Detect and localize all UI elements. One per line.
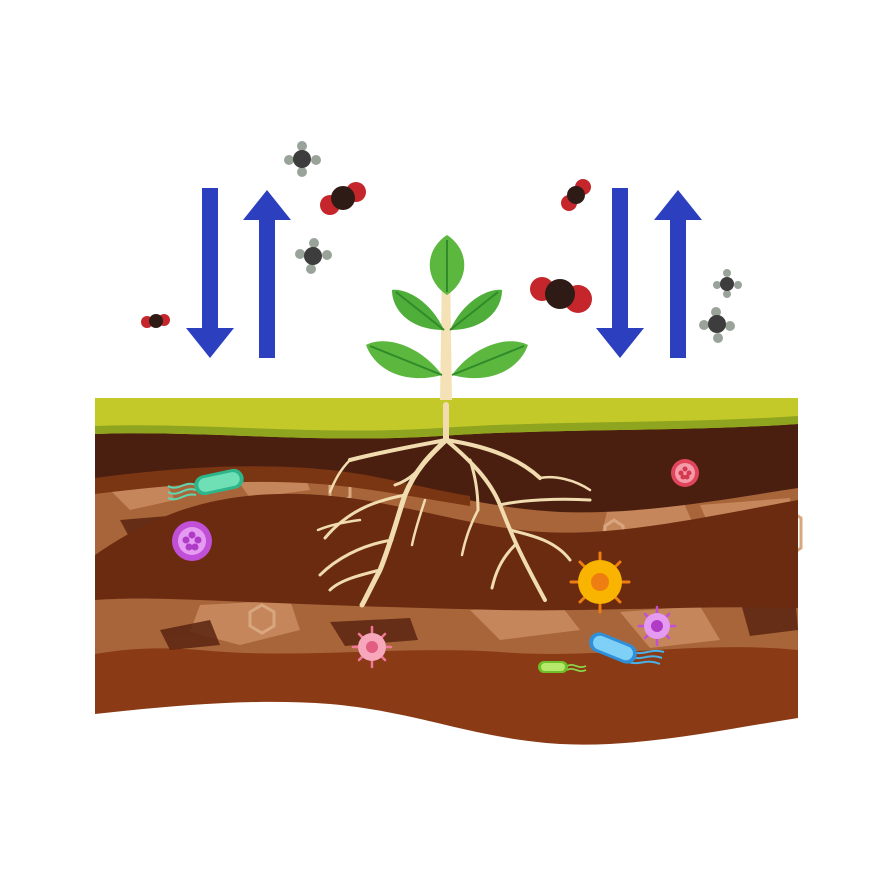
plant — [366, 235, 528, 400]
arrow-up-icon — [243, 190, 291, 358]
ch4-molecule-icon — [713, 269, 742, 298]
soil-block — [95, 398, 803, 745]
coccus-icon — [671, 459, 699, 487]
plant-roots — [316, 402, 592, 608]
bacillus-icon — [538, 661, 587, 673]
plant-stem — [440, 270, 452, 400]
spiky-microbe-icon — [637, 605, 677, 647]
soil-layer-top — [95, 412, 798, 513]
arrow-up-icon — [654, 190, 702, 358]
co2-molecule-icon — [530, 277, 592, 313]
coccus-icon — [172, 521, 212, 561]
spiky-microbe-icon — [351, 625, 393, 669]
arrow-pair-left — [186, 188, 291, 358]
spiky-microbe-icon — [569, 551, 631, 614]
grass-edge — [95, 416, 798, 439]
arrow-down-icon — [186, 188, 234, 358]
ch4-molecule-icon — [295, 238, 332, 274]
bacillus-icon — [589, 632, 665, 665]
soil-streak — [95, 466, 470, 506]
co2-molecule-icon — [561, 179, 591, 211]
arrow-pair-right — [596, 188, 702, 358]
ch4-molecule-icon — [699, 307, 735, 343]
ch4-molecule-icon — [284, 141, 321, 177]
co2-molecule-icon — [141, 314, 170, 328]
co2-molecule-icon — [320, 182, 366, 215]
bacillus-icon — [167, 468, 244, 501]
arrow-down-icon — [596, 188, 644, 358]
